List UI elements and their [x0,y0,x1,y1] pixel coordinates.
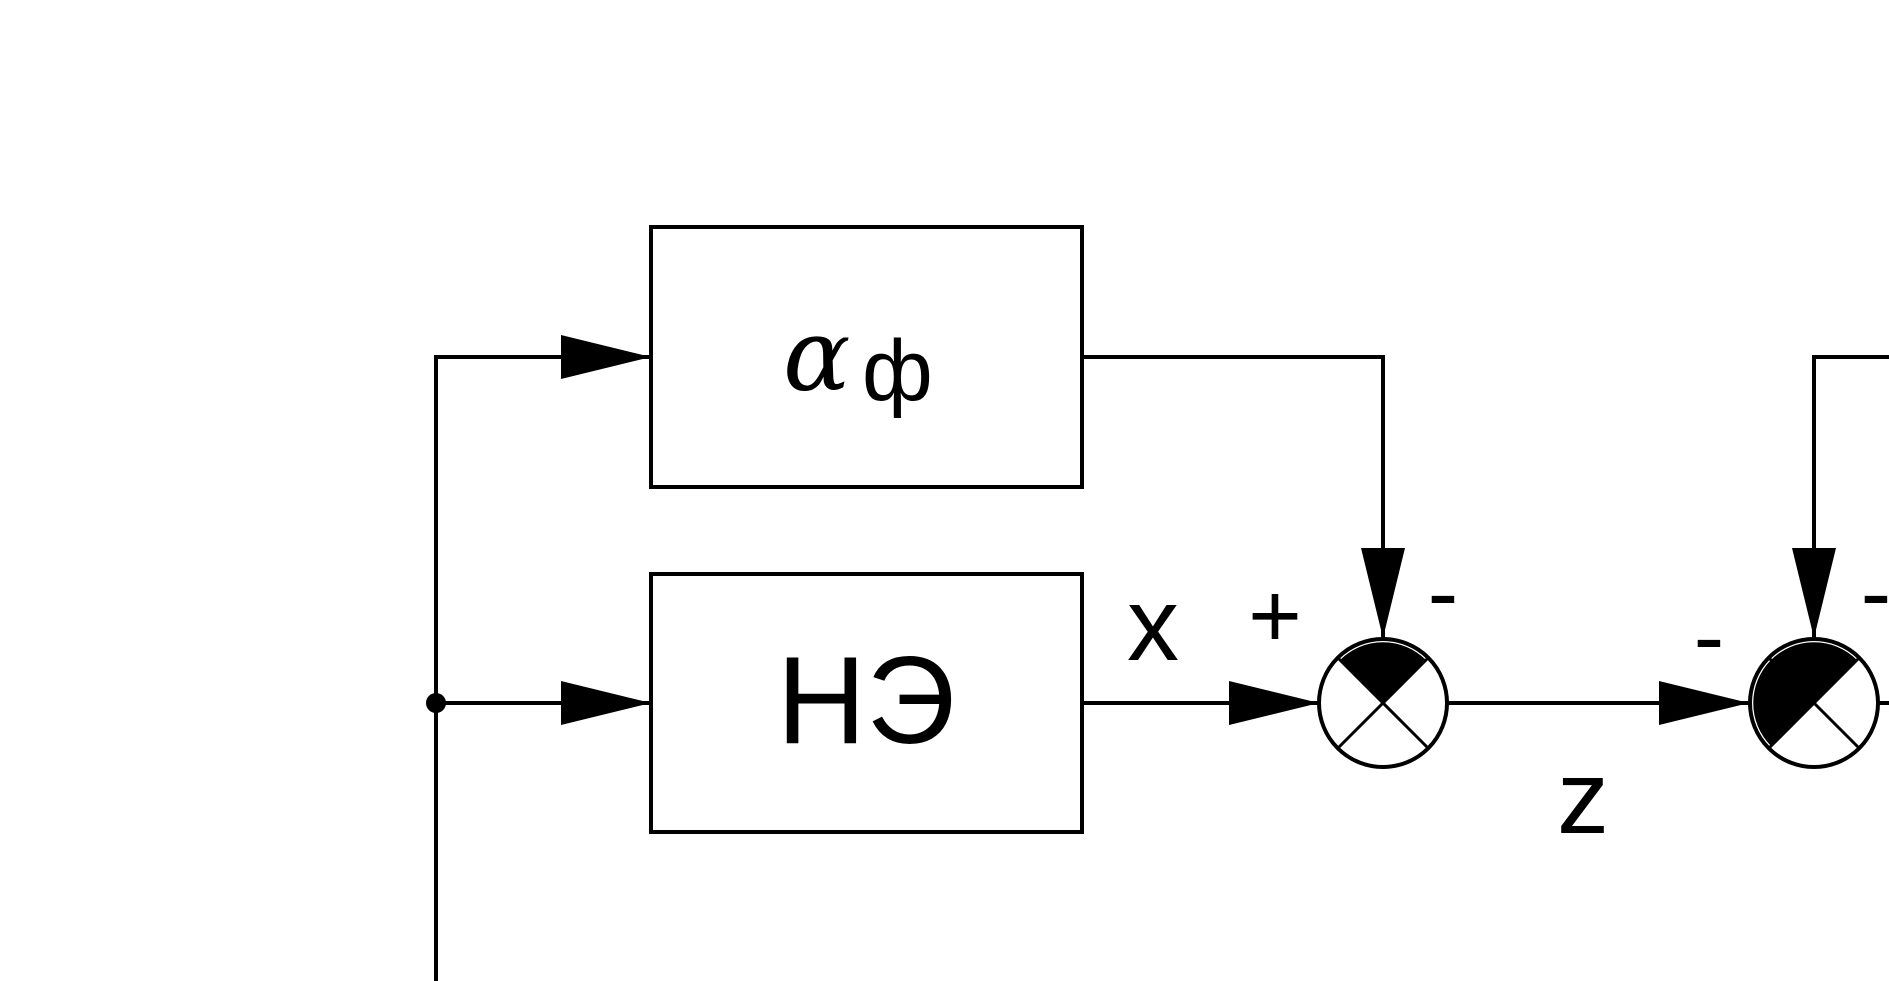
summer-1-sign-top: - [1428,542,1459,644]
z-signal-label: z [1557,740,1609,856]
summer-1-sign-left: + [1248,565,1302,667]
summer-2-sign-top: - [1861,542,1889,644]
summer-2 [1748,637,1880,769]
alpha-symbol: α [783,297,851,414]
summer-1 [1317,637,1449,769]
summer-1-filled-sector [1340,642,1426,703]
summer-2-top-input [1792,355,1889,638]
summer-2-sign-left: - [1694,586,1725,688]
x-signal-label: x [1127,567,1179,683]
alpha-subscript: ф [862,323,933,419]
ne-label: НЭ [777,632,956,770]
alpha-output-line [1082,355,1405,638]
